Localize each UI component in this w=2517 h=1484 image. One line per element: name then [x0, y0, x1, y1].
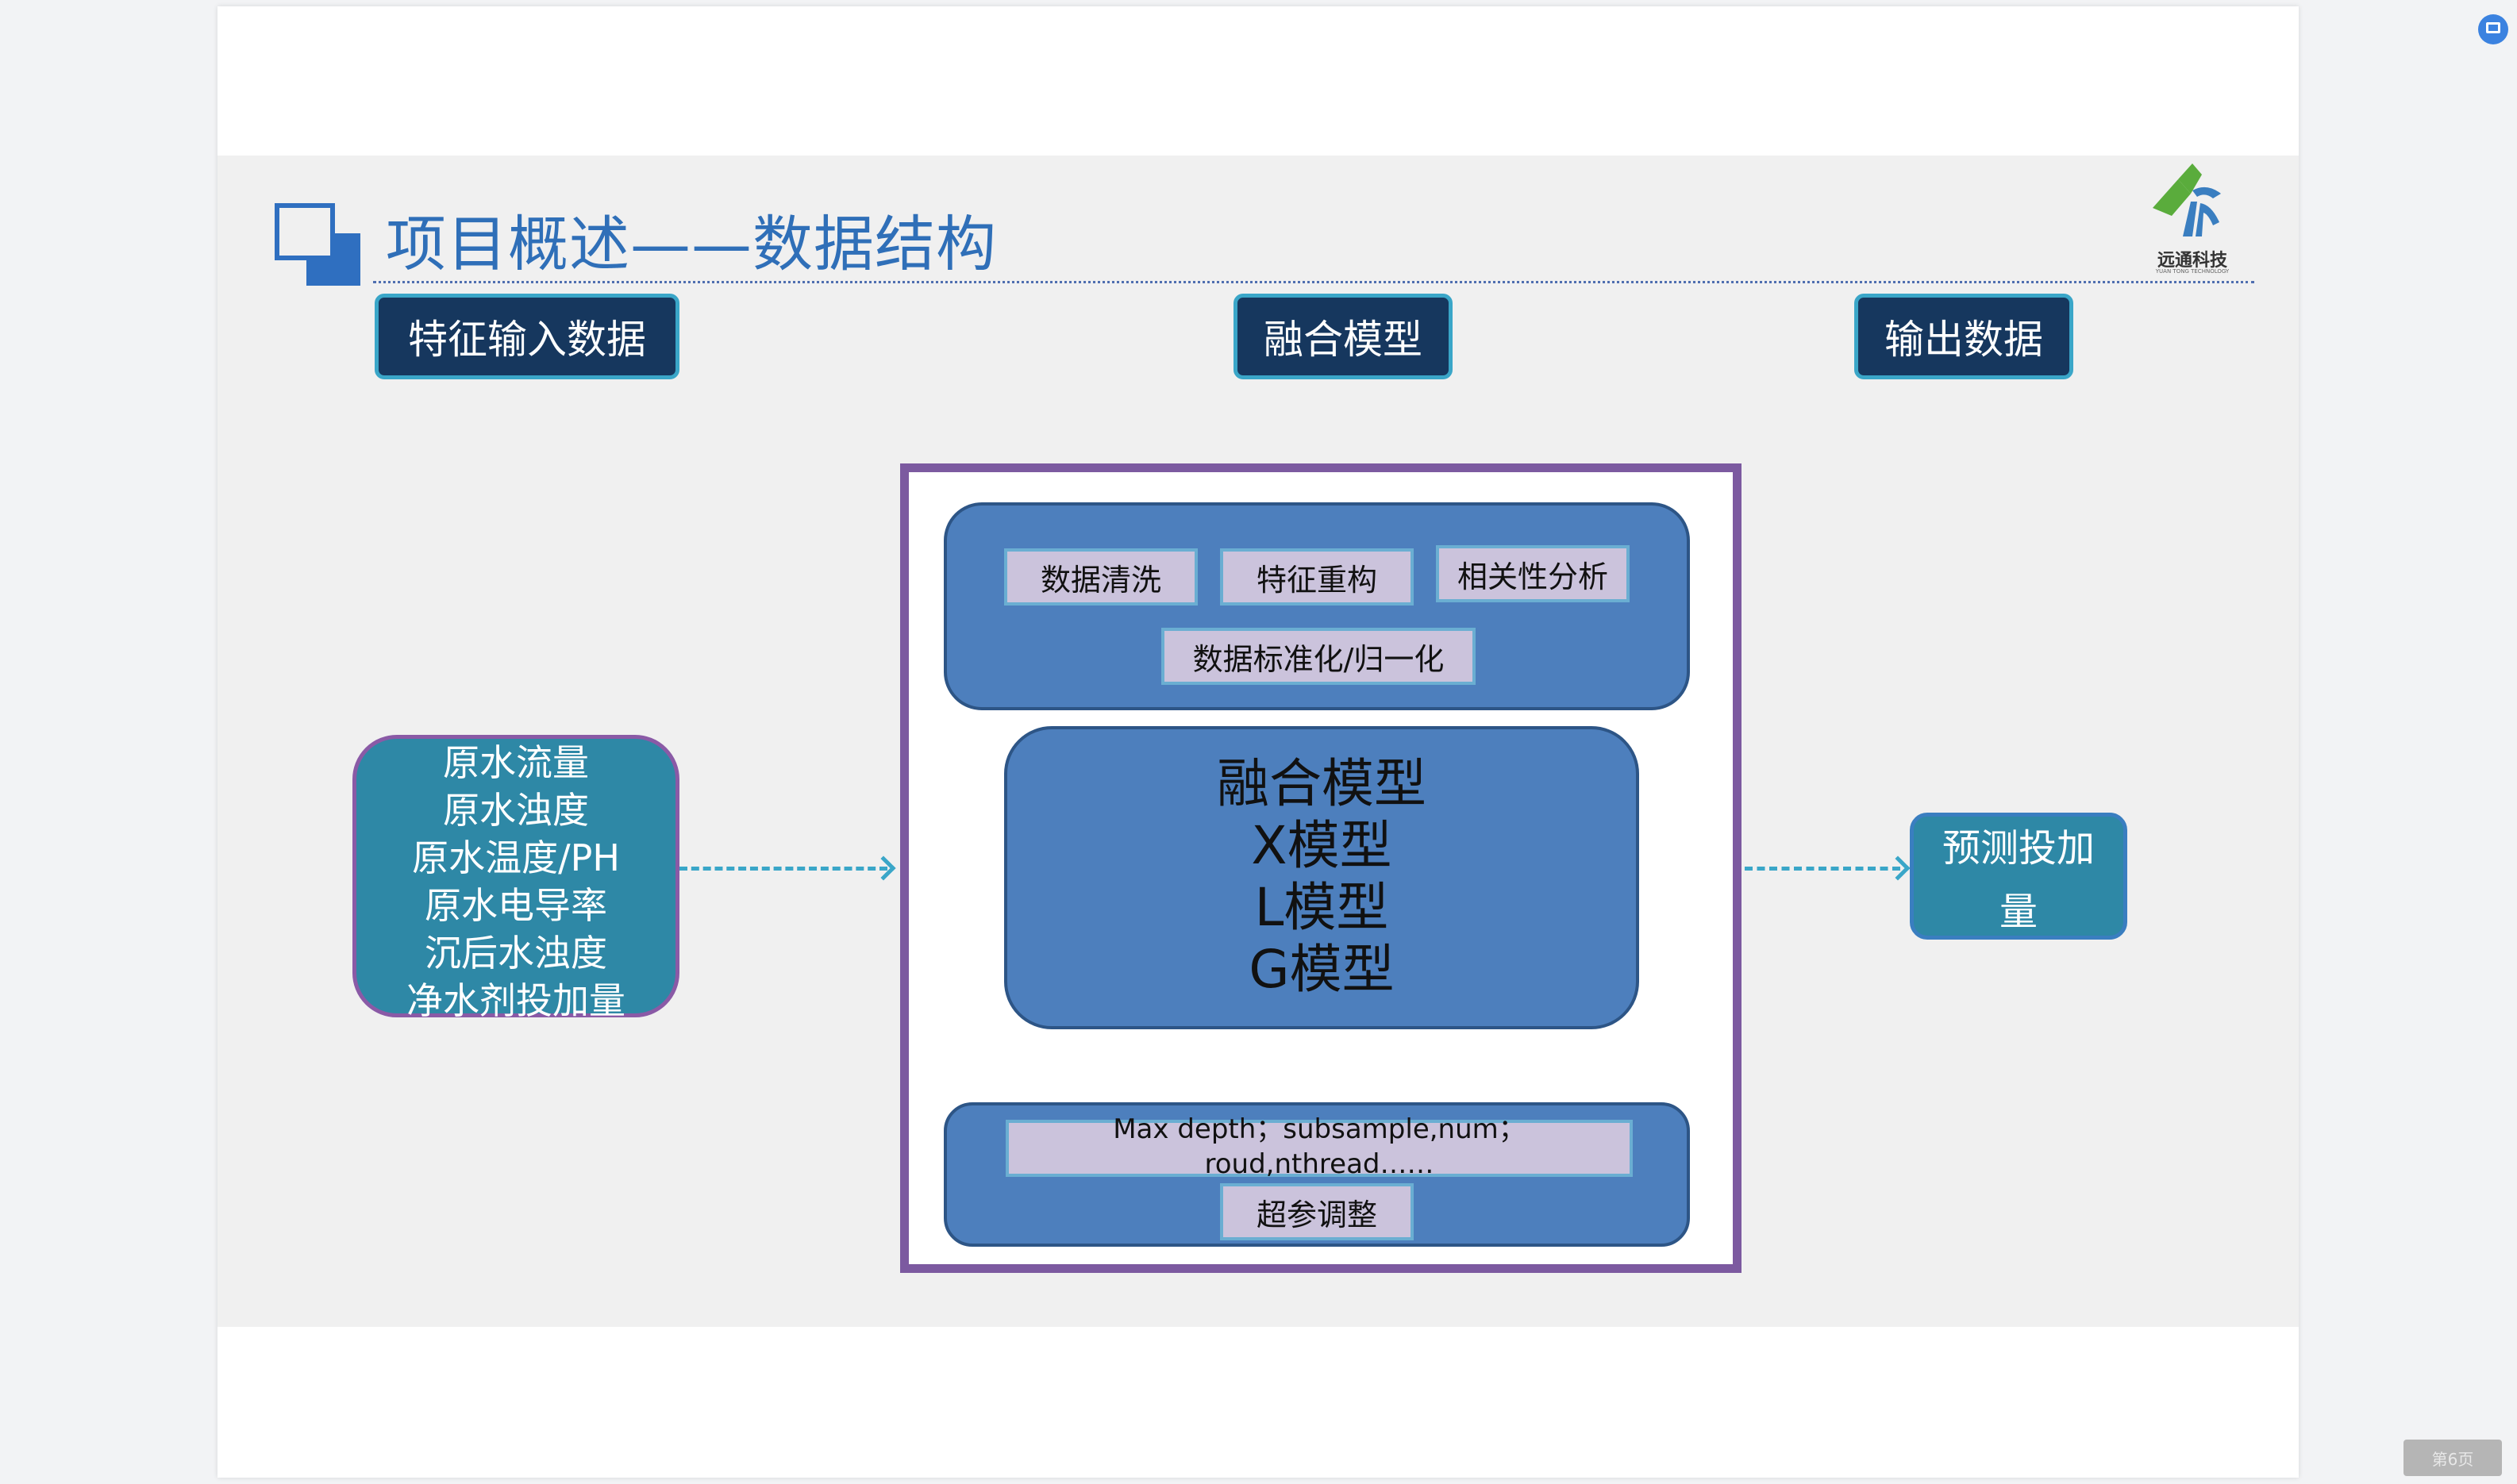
- core-model-panel: 融合模型 X模型 L模型 G模型: [1004, 726, 1639, 1029]
- input-features-box: 原水流量 原水浊度 原水温度/PH 原水电导率 沉后水浊度 净水剂投加量: [352, 735, 679, 1022]
- hyperparam-panel: Max depth；subsample,num； roud,nthread…… …: [944, 1102, 1690, 1247]
- logo-text: 远通科技: [2157, 251, 2227, 271]
- slide-title: 项目概述——数据结构: [386, 209, 997, 279]
- presentation-icon[interactable]: [2478, 14, 2508, 44]
- slide: 项目概述——数据结构 远通科技 YUAN TONG TECHNOLOGY 特征输…: [217, 156, 2299, 1327]
- chip-data-cleaning: 数据清洗: [1004, 548, 1198, 606]
- fusion-model-frame: 数据清洗 特征重构 相关性分析 数据标准化/归一化 融合模型 X模型 L模型 G…: [900, 463, 1742, 1273]
- page-indicator: 第6页: [2403, 1440, 2502, 1476]
- title-divider: [373, 281, 2254, 283]
- input-feature: 原水浊度: [443, 789, 589, 832]
- input-feature: 净水剂投加量: [406, 979, 625, 1022]
- title-square-icon: [275, 203, 362, 286]
- header-input-data: 特征输入数据: [375, 294, 679, 379]
- arrow-model-to-output: [1745, 867, 1900, 871]
- chip-feature-reconstruct: 特征重构: [1220, 548, 1414, 606]
- input-feature: 原水流量: [443, 741, 589, 784]
- output-prediction-box: 预测投加 量: [1910, 813, 2127, 940]
- header-output-data: 输出数据: [1854, 294, 2073, 379]
- preprocess-panel: 数据清洗 特征重构 相关性分析 数据标准化/归一化: [944, 502, 1690, 710]
- core-model-line: X模型: [1251, 815, 1392, 876]
- chip-hyperparams: Max depth；subsample,num； roud,nthread……: [1006, 1113, 1633, 1180]
- arrowhead-right-icon: [1885, 855, 1911, 881]
- core-model-line: L模型: [1254, 877, 1389, 938]
- core-model-line: 融合模型: [1217, 753, 1426, 814]
- chip-normalization: 数据标准化/归一化: [1161, 628, 1476, 685]
- input-feature: 原水温度/PH: [412, 836, 620, 879]
- input-feature: 原水电导率: [425, 884, 607, 927]
- company-logo: 远通科技 YUAN TONG TECHNOLOGY: [2145, 159, 2256, 278]
- header-fusion-model: 融合模型: [1233, 294, 1453, 379]
- output-line: 预测投加: [1942, 826, 2095, 871]
- core-model-line: G模型: [1249, 939, 1395, 1000]
- output-line: 量: [1999, 890, 2038, 934]
- logo-subtext: YUAN TONG TECHNOLOGY: [2155, 268, 2230, 275]
- arrowhead-right-icon: [871, 855, 896, 881]
- chip-correlation-analysis: 相关性分析: [1436, 545, 1630, 602]
- hyperparam-line: Max depth；subsample,num；: [1113, 1113, 1526, 1145]
- chip-hyperparam-tuning: 超参调整: [1220, 1183, 1414, 1240]
- input-feature: 沉后水浊度: [425, 932, 607, 975]
- hyperparam-line: roud,nthread……: [1204, 1148, 1434, 1180]
- arrow-input-to-model: [679, 867, 887, 871]
